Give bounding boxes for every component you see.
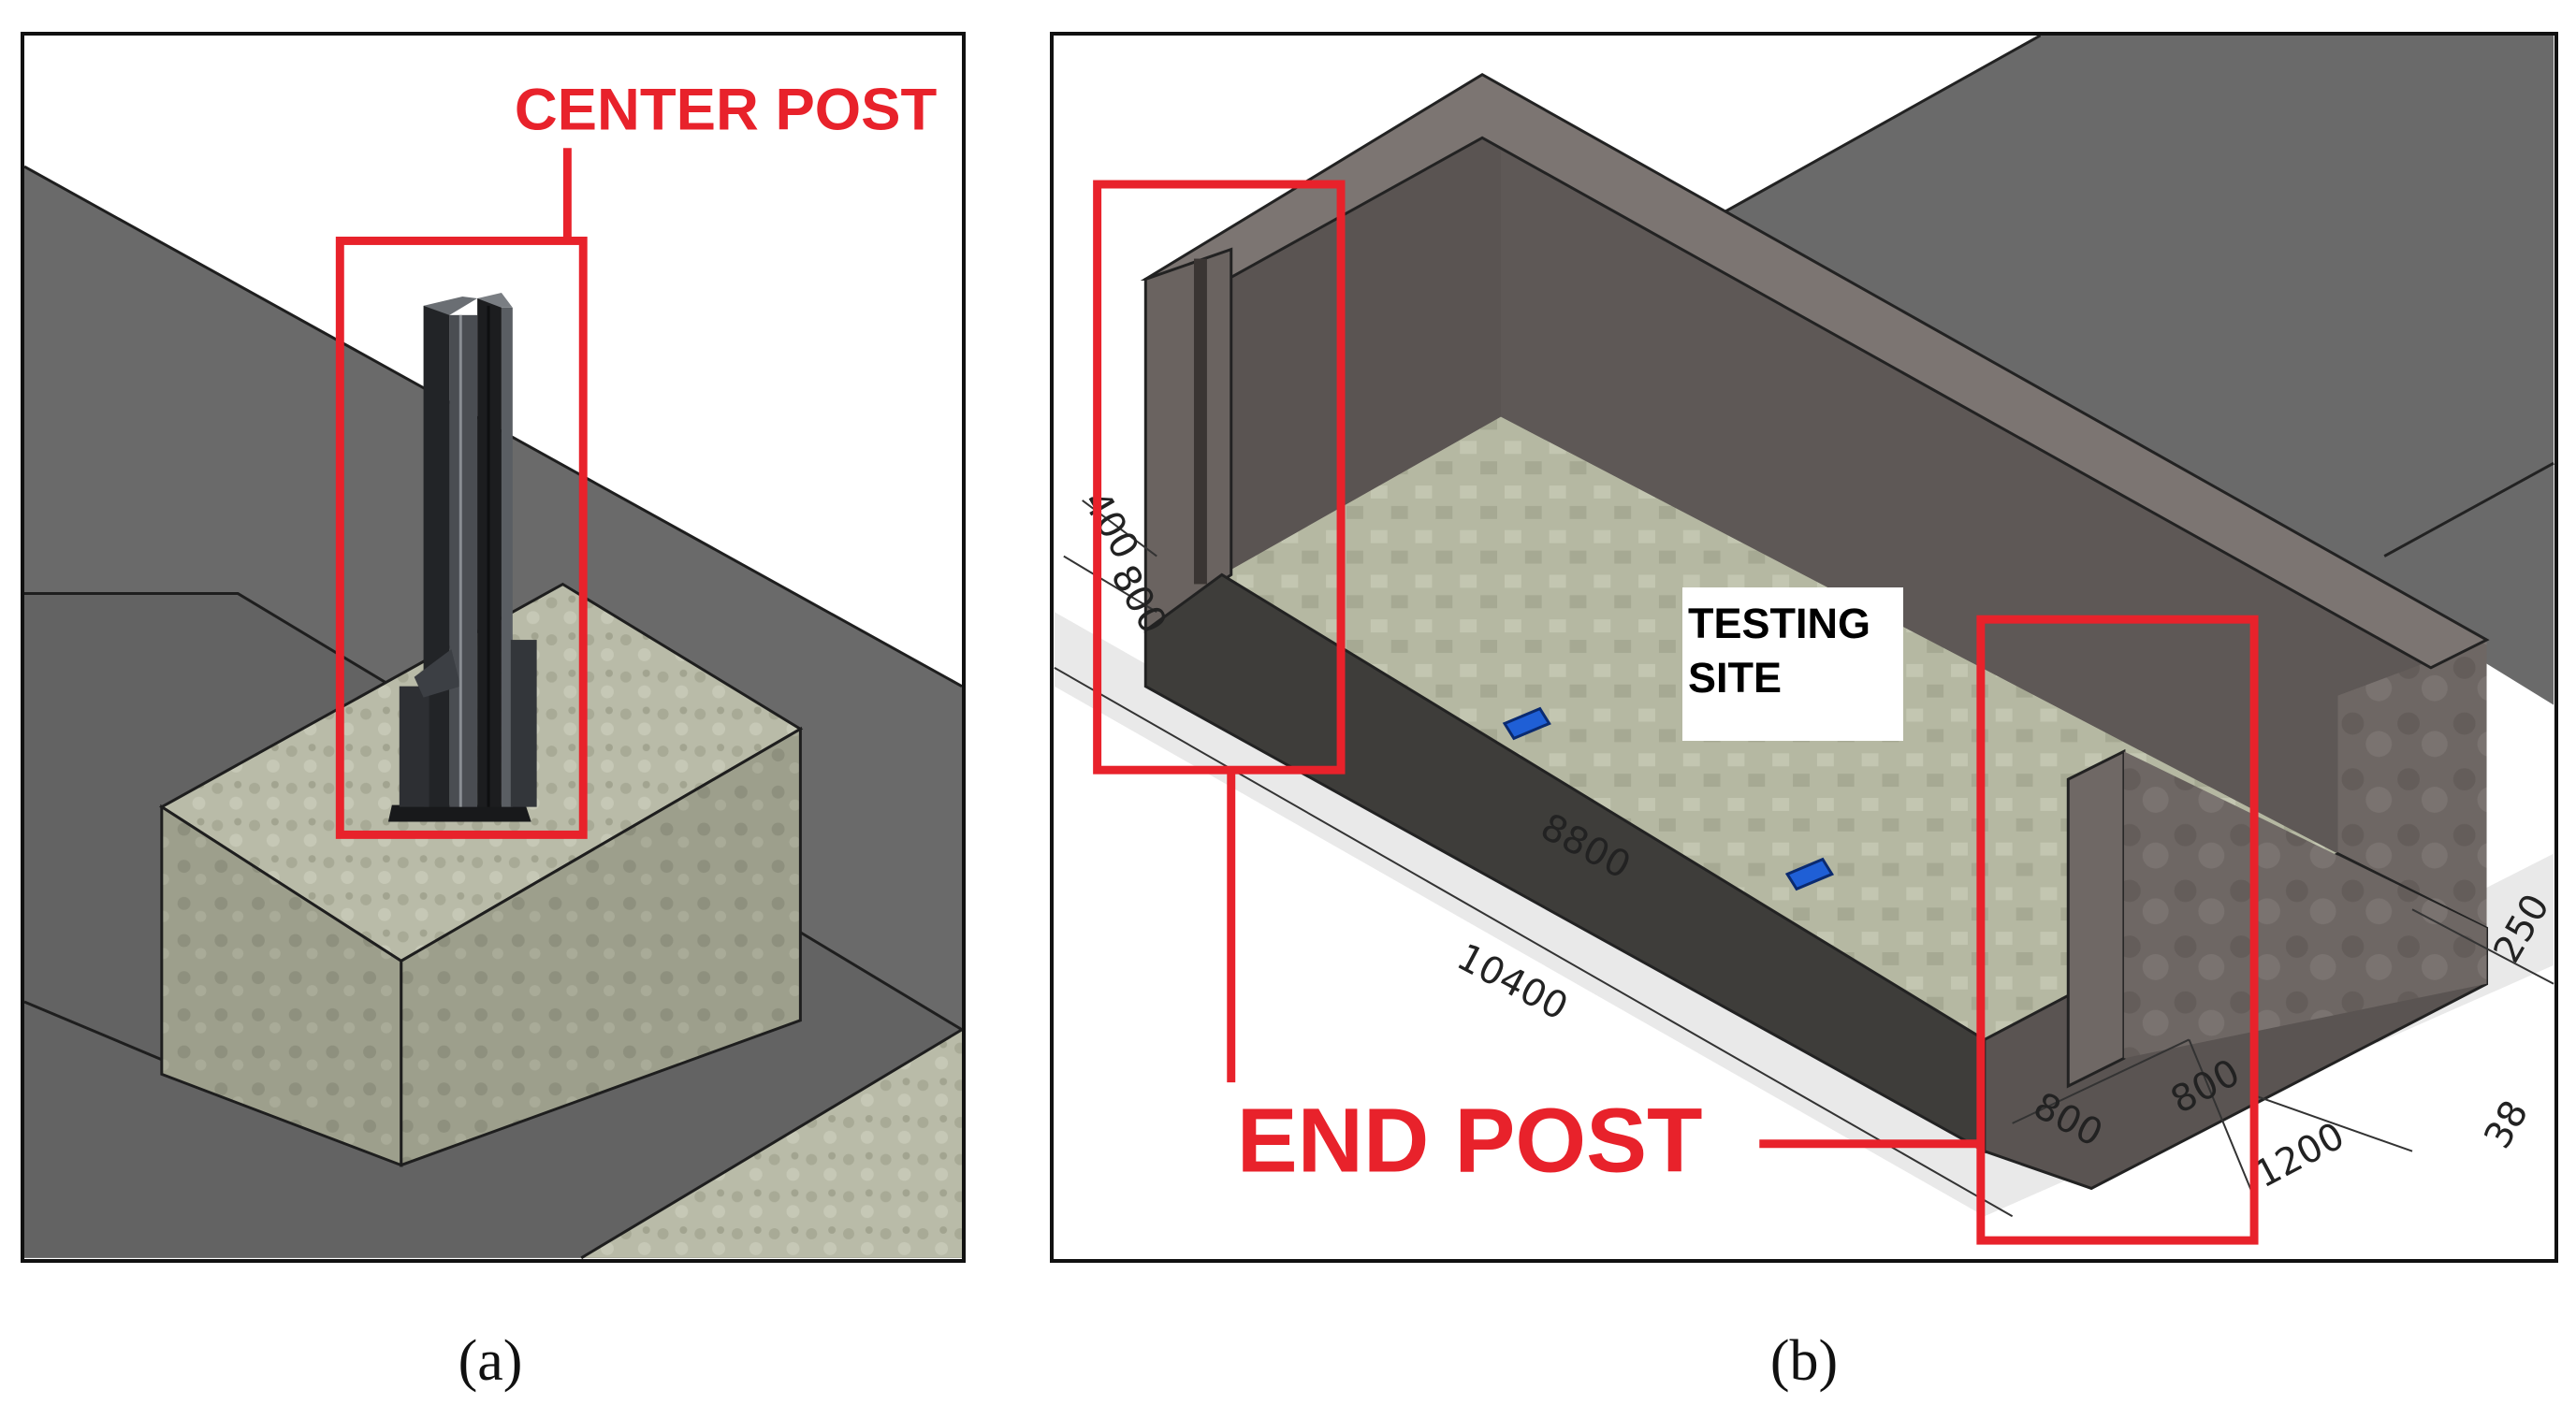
testing-site-label-line2: SITE [1688, 654, 1783, 702]
center-post-highlight-box [335, 237, 588, 839]
center-post-illustration: CENTER POST [24, 36, 962, 1259]
panel-b-testing-site-diagram: 10400 8800 400 800 800 800 1200 38 250 E… [1050, 32, 2558, 1263]
left-end-post-highlight-box [1093, 180, 1346, 775]
panel-a-center-post-diagram: CENTER POST [21, 32, 966, 1263]
right-end-post-wall [2066, 748, 2126, 1089]
caption-a: (a) [458, 1329, 523, 1393]
caption-b: (b) [1769, 1329, 1839, 1393]
blue-marker-2 [1784, 857, 1835, 891]
roof-slab [1724, 36, 2554, 705]
testing-site-illustration: 10400 8800 400 800 800 800 1200 38 250 E… [1054, 36, 2554, 1259]
center-post-label: CENTER POST [515, 77, 938, 142]
left-end-post-wall [1143, 247, 1233, 633]
blue-marker-1 [1502, 706, 1551, 741]
steel-column [387, 293, 537, 822]
interior-back-wall [1500, 109, 2487, 854]
right-end-post-highlight-box [1976, 615, 2259, 1245]
pedestal-side-face [400, 726, 802, 1167]
testing-site-label: TESTING SITE [1682, 587, 1903, 741]
testing-site-label-line1: TESTING [1688, 600, 1871, 647]
end-post-label: END POST [1237, 1090, 1703, 1192]
